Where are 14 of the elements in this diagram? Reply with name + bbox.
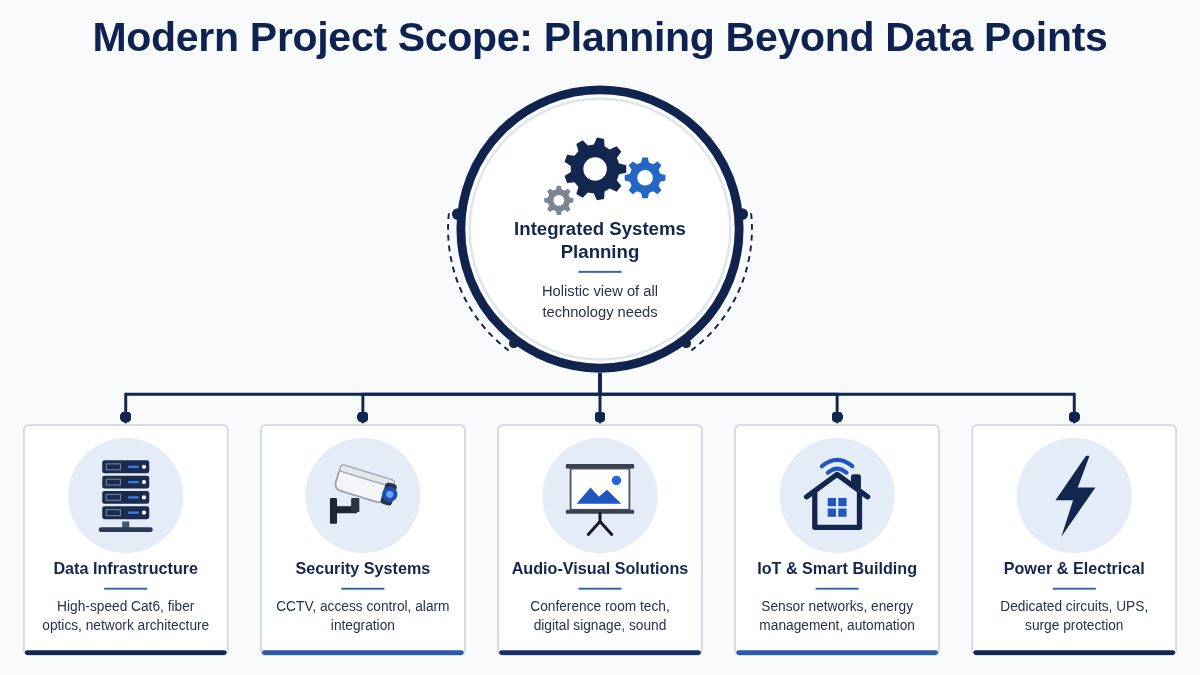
connector-line xyxy=(598,373,1081,424)
hub-description: Holistic view of all technology needs xyxy=(541,281,659,323)
card-title: Data Infrastructure xyxy=(53,558,199,579)
card-description: CCTV, access control, alarm integration xyxy=(275,597,451,635)
card-description: Dedicated circuits, UPS, surge protection xyxy=(999,597,1150,635)
hub-title: Integrated Systems Planning xyxy=(513,217,687,264)
card-title: IoT & Smart Building xyxy=(757,558,918,579)
card-description: Sensor networks, energy management, automation xyxy=(758,597,916,635)
card-description: High-speed Cat6, fiber optics, network architecture xyxy=(41,597,211,635)
diagram-title: Modern Project Scope: Planning Beyond Data Points xyxy=(92,13,1108,62)
card-title: Power & Electrical xyxy=(1003,558,1145,579)
card-title: Audio-Visual Solutions xyxy=(511,558,689,579)
card-title: Security Systems xyxy=(295,558,431,579)
card-description: Conference room tech, digital signage, sound xyxy=(529,597,671,635)
